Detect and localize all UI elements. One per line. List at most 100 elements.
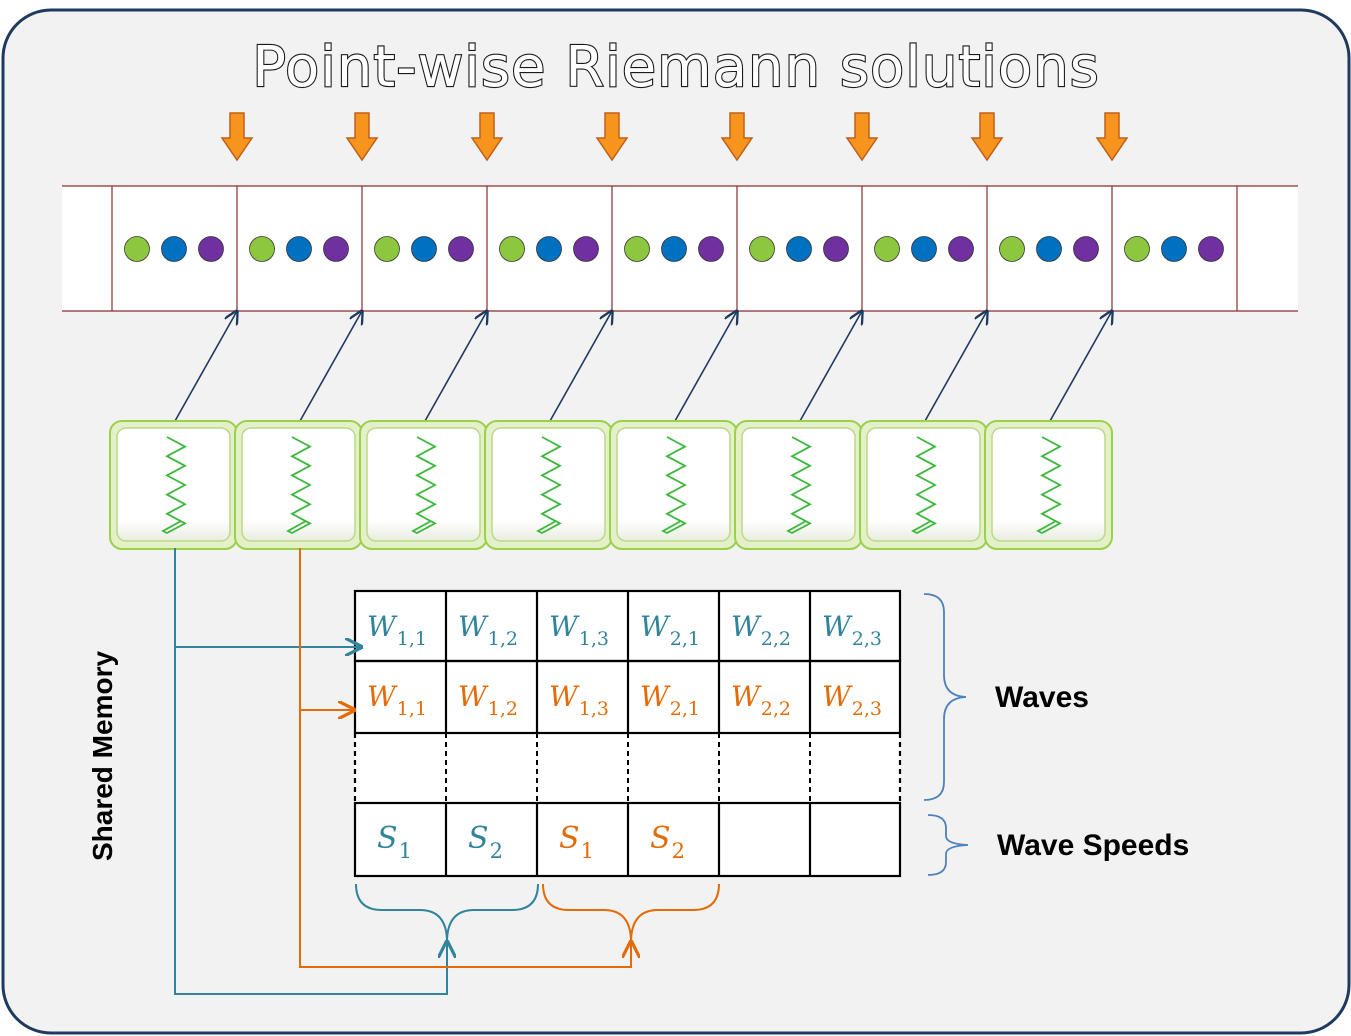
wave-variable: W bbox=[549, 680, 580, 713]
circle-dot-icon bbox=[536, 236, 562, 262]
zigzag-thread-icon bbox=[661, 436, 687, 535]
thread-to-cell-arrow bbox=[424, 311, 487, 422]
diagram-title: Point-wise Riemann solutions bbox=[252, 35, 1100, 100]
wave-cell-label: W1,2 bbox=[458, 610, 518, 650]
wave-variable: W bbox=[367, 610, 398, 643]
wave-variable: W bbox=[458, 610, 489, 643]
speed-variable: S bbox=[559, 821, 580, 856]
circle-dot-icon bbox=[1198, 236, 1224, 262]
orange-down-arrow-icon bbox=[470, 112, 504, 162]
table-column-dividers bbox=[444, 591, 812, 876]
wave-cell-label: W2,2 bbox=[731, 610, 791, 650]
riemann-arrows bbox=[220, 112, 1129, 162]
circle-dot-icon bbox=[823, 236, 849, 262]
thread-block bbox=[116, 427, 231, 542]
zigzag-thread-icon bbox=[536, 436, 562, 535]
circle-dot-icon bbox=[1124, 236, 1150, 262]
wave-subscript: 2,1 bbox=[670, 628, 700, 650]
wave-cell-label: W2,2 bbox=[731, 680, 791, 720]
circle-dot-icon bbox=[661, 236, 687, 262]
wave-variable: W bbox=[731, 610, 762, 643]
wave-cell-label: W1,3 bbox=[549, 610, 609, 650]
wave-subscript: 2,3 bbox=[852, 698, 882, 720]
orange-down-arrow-icon bbox=[595, 112, 629, 162]
waves-brace bbox=[923, 593, 967, 801]
thread-block bbox=[741, 427, 856, 542]
thread-block bbox=[366, 427, 481, 542]
wave-subscript: 1,2 bbox=[488, 628, 518, 650]
wave-variable: W bbox=[549, 610, 580, 643]
wave-cell-label: W1,3 bbox=[549, 680, 609, 720]
circle-dot-icon bbox=[374, 236, 400, 262]
zigzag-thread-icon bbox=[411, 436, 437, 535]
waves-label: Waves bbox=[995, 681, 1089, 714]
speed-cell-label: S1 bbox=[559, 821, 594, 863]
circle-dot-icon bbox=[999, 236, 1025, 262]
wave-subscript: 2,2 bbox=[761, 698, 791, 720]
circle-dot-icon bbox=[911, 236, 937, 262]
circle-dot-icon bbox=[249, 236, 275, 262]
zigzag-thread-icon bbox=[911, 436, 937, 535]
thread-block bbox=[991, 427, 1106, 542]
thread-to-cell-arrow bbox=[674, 311, 737, 422]
circle-dot-icon bbox=[624, 236, 650, 262]
wave-variable: W bbox=[822, 610, 853, 643]
wave-speeds-label: Wave Speeds bbox=[997, 829, 1189, 862]
speed-variable: S bbox=[377, 821, 398, 856]
wave-variable: W bbox=[822, 680, 853, 713]
orange-down-arrow-icon bbox=[345, 112, 379, 162]
wave-subscript: 2,3 bbox=[852, 628, 882, 650]
speed-variable: S bbox=[468, 821, 489, 856]
wave-cell-label: W2,3 bbox=[822, 680, 882, 720]
zigzag-thread-icon bbox=[1036, 436, 1062, 535]
wave-variable: W bbox=[367, 680, 398, 713]
circle-dot-icon bbox=[198, 236, 224, 262]
speed-subscript: 1 bbox=[399, 839, 412, 863]
cell-strip bbox=[62, 185, 1298, 312]
speed-subscript: 2 bbox=[672, 839, 685, 863]
thread-row bbox=[109, 420, 1113, 550]
circle-dot-icon bbox=[286, 236, 312, 262]
orange-speed-brace bbox=[542, 883, 720, 941]
wave-subscript: 1,2 bbox=[488, 698, 518, 720]
thread-to-cell-arrows bbox=[174, 311, 1112, 422]
wave-cell-label: W2,3 bbox=[822, 610, 882, 650]
thread-to-cell-arrow bbox=[299, 311, 362, 422]
zigzag-thread-icon bbox=[161, 436, 187, 535]
thread-block bbox=[491, 427, 606, 542]
zigzag-thread-icon bbox=[786, 436, 812, 535]
circle-dot-icon bbox=[448, 236, 474, 262]
wave-variable: W bbox=[640, 680, 671, 713]
orange-routing bbox=[299, 548, 720, 968]
thread-to-cell-arrow bbox=[924, 311, 987, 422]
thread-block bbox=[616, 427, 731, 542]
shared-memory-label: Shared Memory bbox=[87, 651, 118, 861]
orange-down-arrow-icon bbox=[970, 112, 1004, 162]
wave-subscript: 2,2 bbox=[761, 628, 791, 650]
thread-block bbox=[241, 427, 356, 542]
wave-subscript: 1,3 bbox=[579, 628, 609, 650]
speed-subscript: 1 bbox=[581, 839, 594, 863]
circle-dot-icon bbox=[698, 236, 724, 262]
circle-dot-icon bbox=[161, 236, 187, 262]
wave-subscript: 2,1 bbox=[670, 698, 700, 720]
thread-block bbox=[866, 427, 981, 542]
circle-dot-icon bbox=[874, 236, 900, 262]
wave-variable: W bbox=[731, 680, 762, 713]
speed-subscript: 2 bbox=[490, 839, 503, 863]
wave-cell-label: W1,2 bbox=[458, 680, 518, 720]
thread-to-cell-arrow bbox=[174, 311, 237, 422]
wave-variable: W bbox=[458, 680, 489, 713]
circle-dot-icon bbox=[1073, 236, 1099, 262]
wave-speeds-brace bbox=[927, 814, 969, 876]
circle-dot-icon bbox=[1161, 236, 1187, 262]
orange-down-arrow-icon bbox=[845, 112, 879, 162]
circle-dot-icon bbox=[948, 236, 974, 262]
circle-dot-icon bbox=[749, 236, 775, 262]
speed-cell-label: S2 bbox=[468, 821, 503, 863]
circle-dot-icon bbox=[573, 236, 599, 262]
